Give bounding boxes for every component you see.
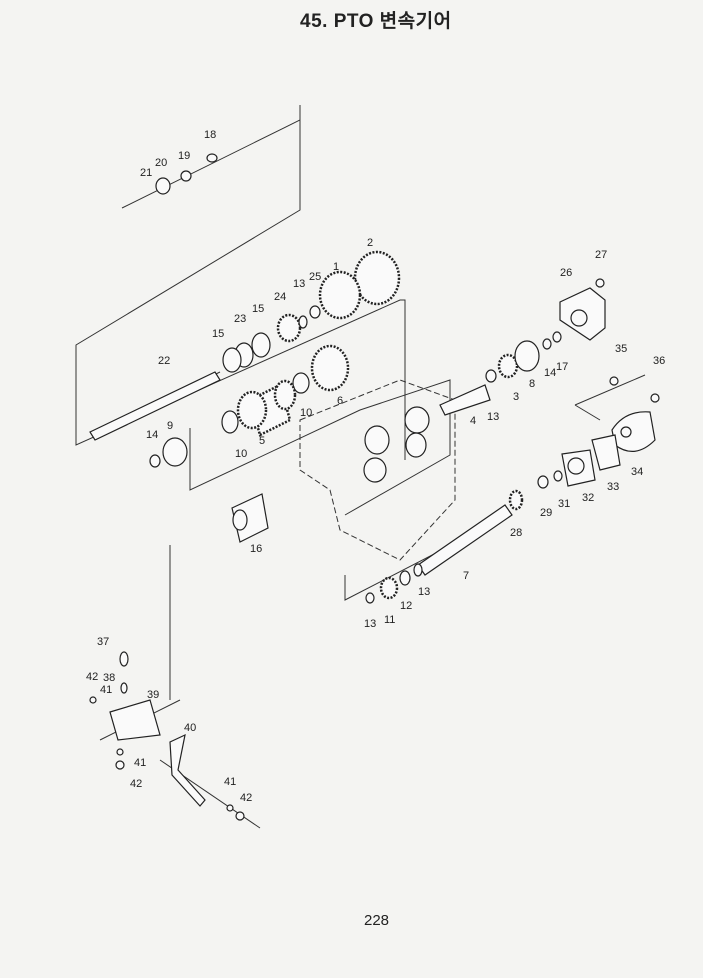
page-number: 228 [364,912,390,929]
transmission-housing [299,379,456,561]
callout-13: 13 [418,586,430,598]
callout-labels: 21 20 19 18 2 1 25 13 24 15 23 15 22 6 1… [86,129,665,804]
callout-17: 17 [556,361,568,373]
callout-42: 42 [130,778,142,790]
callout-34: 34 [631,466,643,478]
callout-11: 11 [384,614,395,626]
callout-2: 2 [367,237,373,249]
callout-41: 41 [224,776,236,788]
callout-5: 5 [259,435,265,447]
callout-10: 10 [235,448,247,460]
shaft-22 [89,332,271,441]
callout-27: 27 [595,249,607,261]
page-title: 45. PTO 변속기어 [300,11,452,32]
callout-29: 29 [540,507,552,519]
callout-14: 14 [544,367,556,379]
callout-4: 4 [470,415,476,427]
shaft-4-group [439,278,660,489]
callout-3: 3 [513,391,519,403]
callout-23: 23 [234,313,246,325]
callout-21: 21 [140,167,152,179]
callout-35: 35 [615,343,627,355]
callout-42: 42 [240,792,252,804]
callout-26: 26 [560,267,572,279]
callout-1: 1 [333,261,339,273]
callout-10: 10 [300,407,312,419]
callout-16: 16 [250,543,262,555]
callout-36: 36 [653,355,665,367]
lever-group [89,651,245,821]
callout-39: 39 [147,689,159,701]
callout-40: 40 [184,722,196,734]
callout-31: 31 [558,498,570,510]
callout-41: 41 [134,757,146,769]
callout-37: 37 [97,636,109,648]
callout-13: 13 [293,278,305,290]
callout-8: 8 [529,378,535,390]
callout-41: 41 [100,684,112,696]
callout-42: 42 [86,671,98,683]
callout-28: 28 [510,527,522,539]
leader-lines [75,105,646,829]
callout-18: 18 [204,129,216,141]
gears [149,250,401,543]
callout-20: 20 [155,157,167,169]
small-parts-top [155,153,218,195]
callout-13: 13 [487,411,499,423]
shaft-7-group [365,489,524,604]
callout-12: 12 [400,600,412,612]
callout-19: 19 [178,150,190,162]
callout-32: 32 [582,492,594,504]
callout-33: 33 [607,481,619,493]
callout-24: 24 [274,291,286,303]
callout-14: 14 [146,429,158,441]
callout-15: 15 [212,328,224,340]
callout-38: 38 [103,672,115,684]
callout-15: 15 [252,303,264,315]
callout-9: 9 [167,420,173,432]
callout-6: 6 [337,395,343,407]
callout-25: 25 [309,271,321,283]
callout-7: 7 [463,570,469,582]
callout-22: 22 [158,355,170,367]
callout-13: 13 [364,618,376,630]
